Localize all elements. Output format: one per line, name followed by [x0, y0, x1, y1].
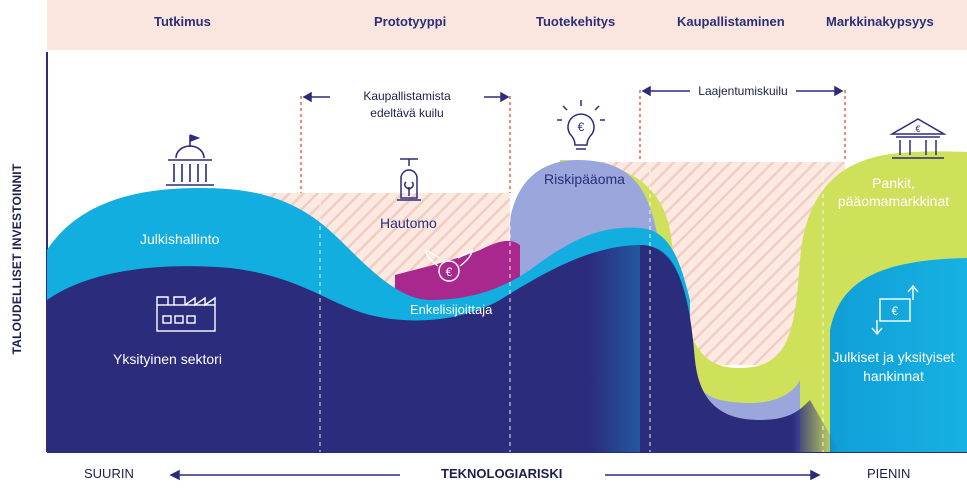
winged-coin-icon: € [425, 248, 473, 282]
phase-research: Tutkimus [154, 14, 211, 29]
private-sector-label: Yksityinen sektori [113, 351, 222, 367]
gap-arrows [302, 85, 844, 103]
pre-commercial-gap-line-1: Kaupallistamista [363, 89, 451, 103]
phase-prototype: Prototyyppi [374, 14, 447, 29]
phase-market-maturity: Markkinakypsyys [826, 14, 934, 29]
private-sector-area [47, 245, 760, 452]
svg-text:€: € [915, 124, 920, 134]
private-sector-area-tail [640, 245, 840, 452]
svg-text:€: € [892, 304, 899, 318]
lightbulb-euro-icon: € [557, 100, 605, 150]
money-exchange-icon: € [871, 284, 919, 336]
pre-commercial-gap-label: Kaupallistamista edeltävä kuilu [337, 88, 477, 122]
venture-capital-label: Riskipääoma [544, 171, 625, 187]
pre-commercial-gap-line-2: edeltävä kuilu [370, 106, 444, 120]
incubator-icon [397, 158, 421, 201]
banks-label-line-1: Pankit, [872, 175, 915, 191]
phase-commercialization: Kaupallistaminen [677, 14, 785, 29]
public-sector-label: Julkishallinto [140, 231, 220, 247]
svg-text:€: € [578, 120, 585, 134]
x-axis-label: TEKNOLOGIARISKI [441, 466, 563, 481]
factory-icon [156, 296, 216, 332]
banks-label: Pankit, pääomamarkkinat [820, 174, 967, 210]
procurement-area [830, 258, 967, 452]
procurement-label: Julkiset ja yksityiset hankinnat [820, 348, 967, 386]
bank-icon: € [889, 118, 947, 159]
angel-investor-label: Enkelisijoittaja [410, 302, 493, 317]
incubator-label: Hautomo [380, 215, 437, 231]
y-axis-label: TALOUDELLISET INVESTOINNIT [10, 163, 24, 355]
phase-header-band [47, 0, 967, 50]
risk-arrows [169, 469, 821, 481]
gap-markers [300, 90, 846, 193]
procurement-label-line-1: Julkiset ja yksityiset [832, 349, 955, 365]
scale-up-gap-label: Laajentumiskuilu [690, 83, 796, 100]
banks-label-line-2: pääomamarkkinat [837, 193, 950, 209]
phase-product-development: Tuotekehitys [536, 14, 616, 29]
x-axis-right-label: PIENIN [867, 466, 911, 481]
procurement-label-line-2: hankinnat [863, 368, 924, 384]
x-axis-left-label: SUURIN [84, 466, 134, 481]
government-building-icon [166, 134, 214, 186]
svg-text:€: € [446, 265, 453, 279]
